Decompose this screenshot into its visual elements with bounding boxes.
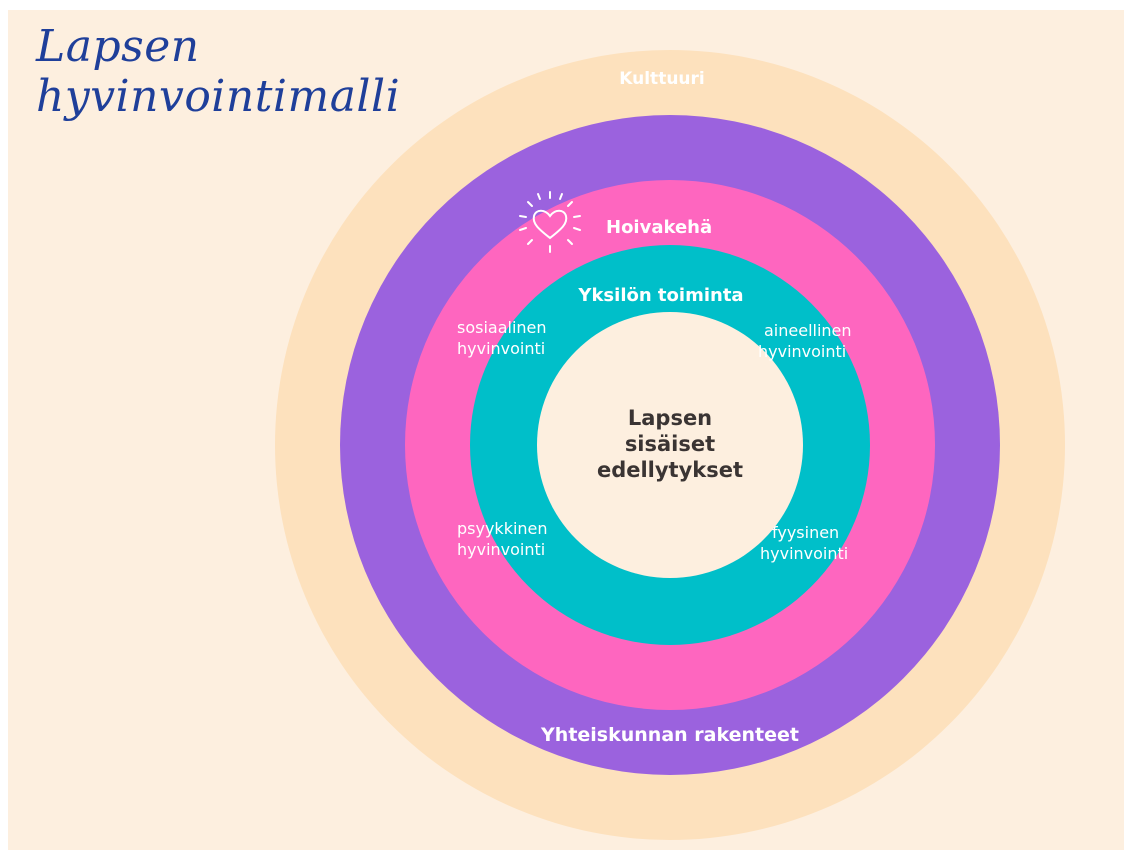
wellbeing-physical-line-2: hyvinvointi [760,544,849,563]
wellbeing-social-label: sosiaalinen hyvinvointi [457,317,547,359]
wellbeing-social-line-2: hyvinvointi [457,339,546,358]
wellbeing-material-line-2: hyvinvointi [758,342,847,361]
core-label-line-2: sisäiset [624,432,716,456]
wellbeing-psychological-label: psyykkinen hyvinvointi [457,518,548,560]
ring-care-label: Hoivakehä [606,217,713,238]
page-title: Lapsen hyvinvointimalli [36,21,401,122]
wellbeing-social-line-1: sosiaalinen [457,318,547,337]
ring-individual-action-label: Yksilön toiminta [578,285,744,306]
core-label-line-3: edellytykset [596,458,744,482]
wellbeing-physical-line-1: fyysinen [772,523,840,542]
wellbeing-psychological-line-1: psyykkinen [457,519,548,538]
wellbeing-material-line-1: aineellinen [764,321,852,340]
heart-icon [519,191,581,253]
title-line-2: hyvinvointimalli [36,71,401,122]
ring-society-label: Yhteiskunnan rakenteet [541,724,799,746]
title-line-1: Lapsen [36,21,200,72]
core-label-line-1: Lapsen [627,406,713,430]
core-label: Lapsen sisäiset edellytykset [570,405,770,483]
ring-culture-label: Kulttuuri [619,69,705,89]
wellbeing-psychological-line-2: hyvinvointi [457,540,546,559]
wellbeing-physical-label: fyysinen hyvinvointi [760,522,848,564]
ring-core [537,312,803,578]
wellbeing-material-label: aineellinen hyvinvointi [758,320,852,362]
